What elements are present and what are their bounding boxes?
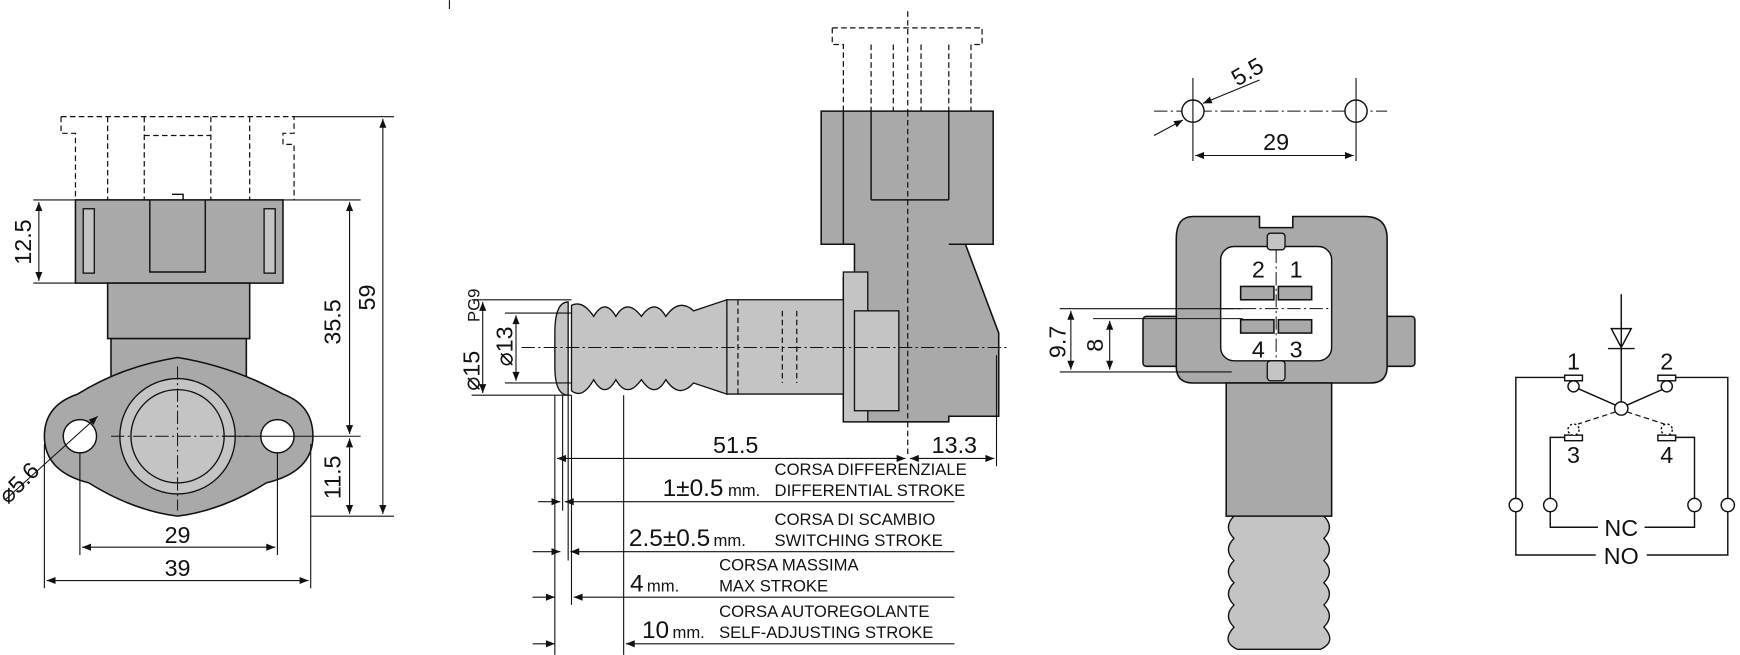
dim-plunger-diameter: ⌀13 — [492, 326, 518, 366]
no-label: NO — [1604, 543, 1639, 569]
dim-connector-height: 12.5 — [10, 219, 36, 264]
svg-text:mm.: mm. — [672, 623, 704, 642]
stroke-differential: 1±0.5 mm. CORSA DIFFERENZIALE DIFFERENTI… — [538, 460, 967, 506]
stroke-max: 4 mm. CORSA MASSIMA MAX STROKE — [532, 556, 955, 601]
stroke-switching: 2.5±0.5 mm. CORSA DI SCAMBIO SWITCHING S… — [532, 510, 955, 556]
dim-boot-diameter: ⌀15 — [458, 351, 484, 391]
dim-b: 8 — [1082, 339, 1108, 352]
svg-text:CORSA AUTOREGOLANTE: CORSA AUTOREGOLANTE — [719, 602, 929, 621]
nc-label: NC — [1604, 515, 1638, 541]
dim-mount-hole: 5.5 — [1227, 52, 1268, 91]
svg-text:CORSA DIFFERENZIALE: CORSA DIFFERENZIALE — [775, 460, 967, 479]
svg-text:10: 10 — [642, 617, 669, 644]
switch-schematic: 1 2 3 4 NC NO — [1508, 294, 1736, 569]
dim-hole-diameter: ⌀5.6 — [0, 457, 44, 508]
svg-text:mm.: mm. — [647, 577, 679, 596]
svg-text:mm.: mm. — [728, 481, 760, 500]
dim-hole-spacing: 29 — [165, 522, 191, 548]
mounting-holes-view: 29 5.5 — [1153, 52, 1388, 162]
dim-center-to-top: 35.5 — [320, 299, 346, 344]
svg-text:CORSA MASSIMA: CORSA MASSIMA — [719, 556, 859, 575]
dim-overall-height: 59 — [354, 285, 380, 311]
svg-text:mm.: mm. — [714, 531, 746, 550]
dim-length: 51.5 — [713, 432, 758, 458]
svg-text:MAX STROKE: MAX STROKE — [719, 577, 828, 596]
svg-text:4: 4 — [630, 571, 644, 598]
terminal-2-label: 2 — [1660, 349, 1673, 375]
stroke-self-adjusting: 10 mm. CORSA AUTOREGOLANTE SELF-ADJUSTIN… — [532, 602, 955, 648]
svg-text:SWITCHING STROKE: SWITCHING STROKE — [775, 531, 943, 550]
pin-1-label: 1 — [1290, 257, 1303, 283]
connector-view: 2 1 4 3 9.7 8 — [1044, 215, 1416, 650]
terminal-1-label: 1 — [1567, 349, 1580, 375]
terminal-4-label: 4 — [1660, 442, 1673, 468]
pin-4-label: 4 — [1252, 336, 1265, 362]
dim-a: 9.7 — [1044, 326, 1070, 358]
terminal-3-label: 3 — [1567, 442, 1580, 468]
dim-flange-width: 39 — [165, 555, 191, 581]
svg-text:SELF-ADJUSTING STROKE: SELF-ADJUSTING STROKE — [719, 623, 933, 642]
dim-mount-spacing: 29 — [1263, 129, 1289, 155]
pin-2-label: 2 — [1252, 257, 1265, 283]
dim-center-to-bottom: 11.5 — [320, 455, 346, 499]
side-view: 12.5 35.5 11.5 59 29 39 ⌀5.6 — [0, 116, 394, 589]
svg-text:2.5±0.5: 2.5±0.5 — [629, 525, 710, 552]
front-view: ⌀15 PG9 ⌀13 51.5 13.3 1±0.5 mm. CORSA DI… — [458, 11, 1010, 655]
svg-text:DIFFERENTIAL STROKE: DIFFERENTIAL STROKE — [775, 481, 966, 500]
dim-offset: 13.3 — [932, 432, 977, 458]
dim-thread: PG9 — [464, 289, 483, 322]
pin-3-label: 3 — [1290, 336, 1303, 362]
svg-text:1±0.5: 1±0.5 — [663, 475, 724, 502]
svg-text:CORSA DI SCAMBIO: CORSA DI SCAMBIO — [775, 510, 936, 529]
